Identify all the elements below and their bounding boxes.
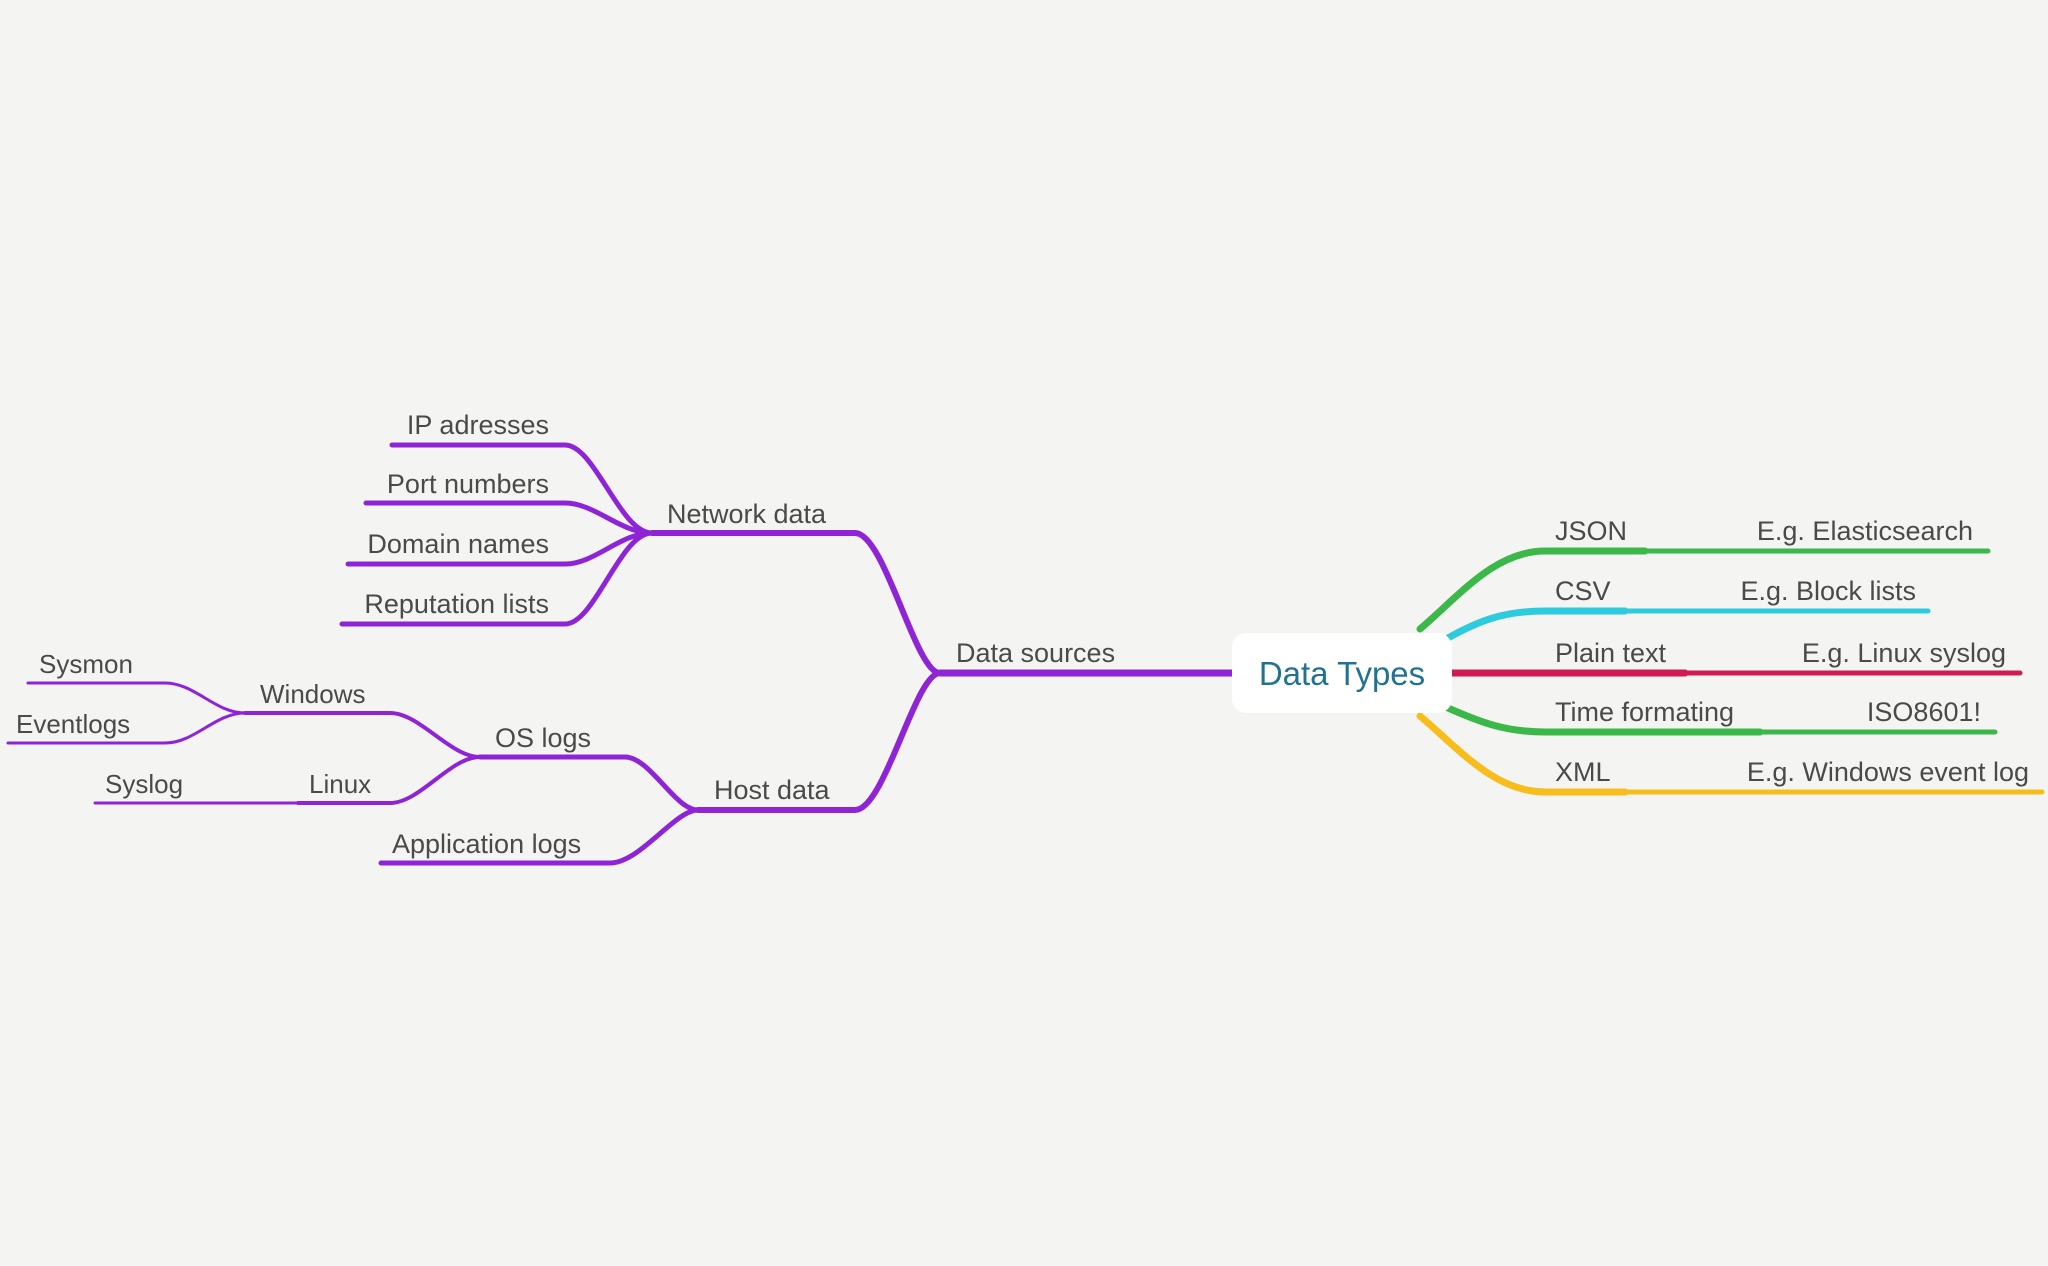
edge-windows-eventlogs	[6, 711, 247, 745]
right-labels: JSON E.g. Elasticsearch CSV E.g. Block l…	[1555, 516, 2029, 787]
edge-data-sources-host	[695, 670, 943, 813]
node-plain-text[interactable]: Plain text	[1555, 638, 1667, 668]
node-windows[interactable]: Windows	[260, 679, 365, 709]
node-xml[interactable]: XML	[1555, 757, 1611, 787]
node-time-example[interactable]: ISO8601!	[1867, 697, 1981, 727]
right-branches	[1416, 547, 2045, 796]
node-reputation-lists[interactable]: Reputation lists	[364, 589, 549, 619]
edge-root-xml	[1416, 712, 1629, 796]
node-data-sources[interactable]: Data sources	[956, 638, 1115, 668]
node-xml-example[interactable]: E.g. Windows event log	[1747, 757, 2029, 787]
edge-network-ip	[389, 442, 655, 536]
node-os-logs[interactable]: OS logs	[495, 723, 591, 753]
root-node-label: Data Types	[1259, 655, 1425, 692]
node-csv[interactable]: CSV	[1555, 576, 1611, 606]
left-labels: Data sources Network data IP adresses Po…	[16, 410, 1115, 859]
edge-os-windows	[243, 711, 482, 759]
node-plain-text-example[interactable]: E.g. Linux syslog	[1802, 638, 2006, 668]
edge-network-port	[363, 500, 655, 536]
node-sysmon[interactable]: Sysmon	[39, 649, 133, 679]
edge-network-reputation	[339, 530, 655, 627]
edge-windows-sysmon	[26, 681, 247, 715]
edge-root-json	[1416, 547, 1649, 633]
edge-host-os-logs	[477, 754, 701, 813]
node-domain-names[interactable]: Domain names	[367, 529, 549, 559]
node-linux[interactable]: Linux	[309, 769, 371, 799]
node-host-data[interactable]: Host data	[714, 775, 831, 805]
edge-os-linux	[296, 755, 482, 805]
node-port-numbers[interactable]: Port numbers	[387, 469, 549, 499]
root-node-box	[1232, 633, 1452, 713]
node-network-data[interactable]: Network data	[667, 499, 827, 529]
edge-host-app-logs	[378, 807, 701, 866]
node-syslog[interactable]: Syslog	[105, 769, 183, 799]
edge-root-time	[1444, 704, 1764, 736]
edge-root-csv	[1444, 607, 1629, 642]
node-time-formating[interactable]: Time formating	[1555, 697, 1734, 727]
left-branches	[6, 442, 1236, 866]
node-csv-example[interactable]: E.g. Block lists	[1740, 576, 1916, 606]
node-json[interactable]: JSON	[1555, 516, 1627, 546]
node-ip-adresses[interactable]: IP adresses	[407, 410, 549, 440]
edge-data-sources-network	[649, 530, 943, 676]
node-application-logs[interactable]: Application logs	[392, 829, 581, 859]
node-eventlogs[interactable]: Eventlogs	[16, 709, 130, 739]
root-node[interactable]: Data Types	[1232, 633, 1452, 713]
node-json-example[interactable]: E.g. Elasticsearch	[1757, 516, 1973, 546]
